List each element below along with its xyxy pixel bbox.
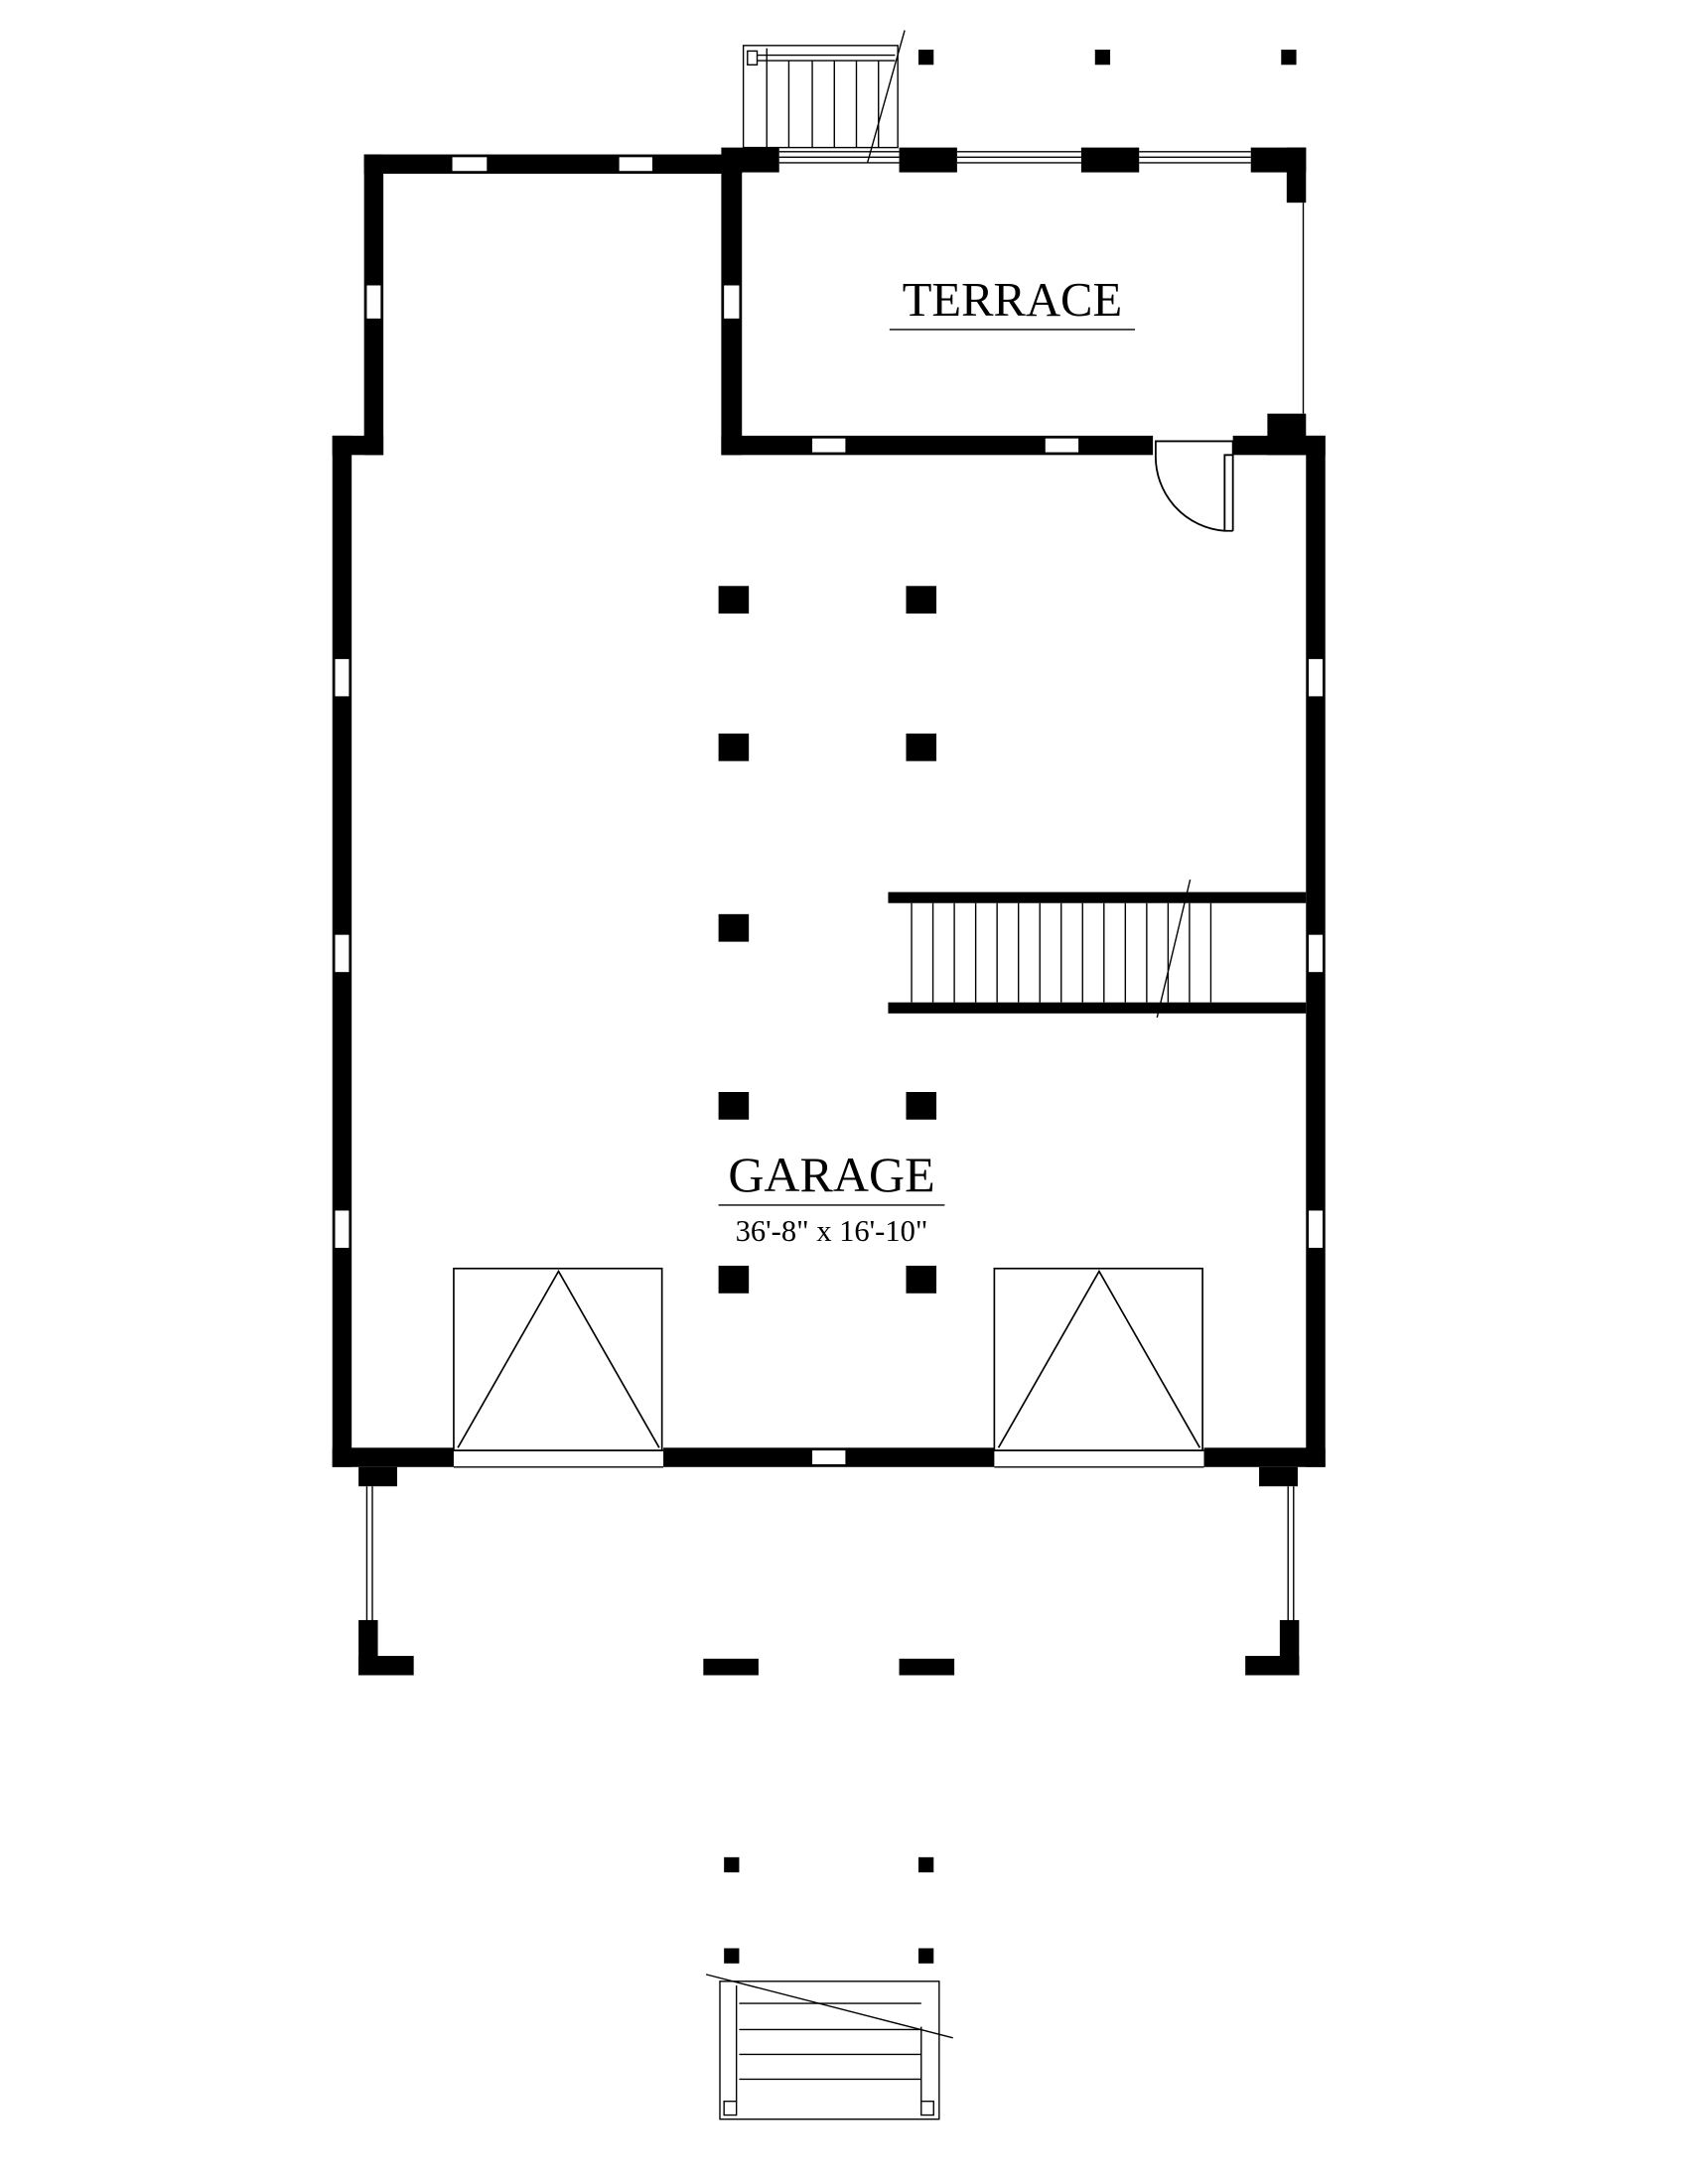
windows [335,157,1323,1464]
garage-door-left[interactable] [453,1267,663,1451]
glazing [365,151,1305,1620]
terrace-room-name: TERRACE [903,273,1122,327]
front-stair [705,1974,953,2120]
garage-dimensions: 36'-8" x 16'-10" [736,1214,928,1248]
terrace-stair [742,30,906,164]
interior-stair [911,879,1212,1019]
garage-room-name: GARAGE [728,1147,934,1202]
terrace-label: TERRACE [889,273,1136,331]
garage-label: GARAGE 36'-8" x 16'-10" [718,1147,945,1248]
stair-treads [911,879,1212,1019]
entry-door[interactable] [1154,440,1234,532]
columns [718,50,1297,1964]
garage-door-right[interactable] [993,1267,1203,1451]
walls [332,147,1326,1676]
